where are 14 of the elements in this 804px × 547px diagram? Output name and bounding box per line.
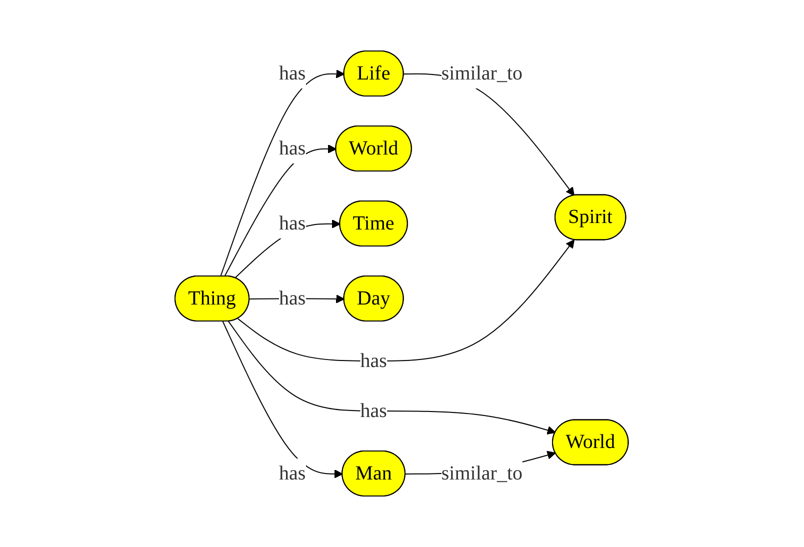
edge-label: has — [279, 137, 306, 160]
edge-label: has — [360, 350, 388, 372]
edge-label: has — [279, 212, 306, 234]
edge-label: has — [279, 62, 306, 84]
edge-label: has — [360, 400, 388, 422]
arrow — [220, 70, 346, 277]
arrow — [228, 320, 556, 435]
edge-label: similar_to — [442, 62, 523, 84]
arrow — [238, 240, 575, 362]
edge-label: has — [279, 462, 306, 484]
arrow — [222, 321, 344, 478]
edge-label: similar_to — [442, 462, 523, 484]
edge-label: has — [279, 287, 306, 310]
arrow — [224, 144, 337, 277]
